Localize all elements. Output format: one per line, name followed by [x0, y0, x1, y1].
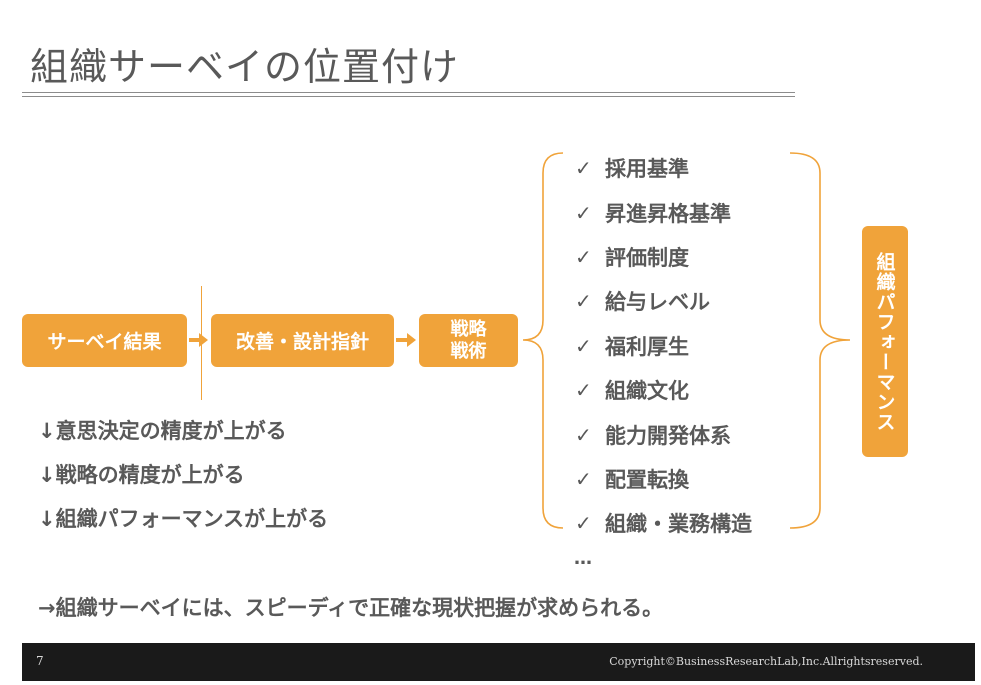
effect-item: ↓戦略の精度が上がる — [38, 463, 245, 487]
check-icon: ✓ — [575, 466, 592, 491]
list-item: ✓福利厚生 — [575, 333, 689, 359]
policy-area-list: ✓採用基準 ✓昇進昇格基準 ✓評価制度 ✓給与レベル ✓福利厚生 ✓組織文化 ✓… — [575, 146, 752, 546]
effect-item: ↓意思決定の精度が上がる — [38, 419, 287, 443]
check-icon: ✓ — [575, 200, 592, 225]
list-item: ✓組織文化 — [575, 378, 689, 404]
check-icon: ✓ — [575, 378, 592, 403]
check-icon: ✓ — [575, 333, 592, 358]
check-icon: ✓ — [575, 244, 592, 269]
survey-result-box: サーベイ結果 — [22, 314, 187, 367]
arrow-icon — [189, 333, 208, 347]
list-item: ✓能力開発体系 — [575, 422, 731, 448]
page-number: 7 — [36, 654, 44, 668]
page-title: 組織サーベイの位置付け — [30, 45, 460, 89]
list-item: ✓給与レベル — [575, 289, 710, 315]
check-icon: ✓ — [575, 511, 592, 536]
strategy-label-line2: 戦術 — [450, 340, 487, 362]
copyright-text: Copyright©BusinessResearchLab,Inc.Allrig… — [609, 655, 923, 668]
right-brace-icon — [789, 152, 851, 529]
list-item: ✓昇進昇格基準 — [575, 200, 731, 226]
list-item: ✓組織・業務構造 — [575, 511, 752, 537]
effects-list: ↓意思決定の精度が上がる ↓戦略の精度が上がる ↓組織パフォーマンスが上がる — [38, 408, 328, 540]
improvement-policy-label: 改善・設計指針 — [235, 331, 369, 353]
effect-item: ↓組織パフォーマンスが上がる — [38, 507, 329, 531]
check-icon: ✓ — [575, 156, 592, 181]
footer-bar: 7 Copyright©BusinessResearchLab,Inc.Allr… — [22, 643, 975, 681]
left-brace-icon — [522, 152, 564, 529]
organizational-performance-label: 組織パフォーマンス — [873, 251, 896, 432]
check-icon: ✓ — [575, 422, 592, 447]
check-icon: ✓ — [575, 289, 592, 314]
arrow-icon — [396, 333, 416, 347]
list-item: ✓評価制度 — [575, 244, 689, 270]
organizational-performance-box: 組織パフォーマンス — [862, 226, 908, 457]
more-ellipsis: … — [574, 548, 592, 569]
strategy-box: 戦略 戦術 — [419, 314, 518, 367]
list-item: ✓配置転換 — [575, 466, 689, 492]
survey-result-label: サーベイ結果 — [47, 331, 162, 353]
strategy-label-line1: 戦略 — [450, 318, 487, 340]
conclusion-text: →組織サーベイには、スピーディで正確な現状把握が求められる。 — [38, 596, 664, 620]
improvement-policy-box: 改善・設計指針 — [211, 314, 394, 367]
list-item: ✓採用基準 — [575, 156, 689, 182]
title-divider — [22, 92, 795, 93]
title-divider-secondary — [22, 96, 795, 97]
